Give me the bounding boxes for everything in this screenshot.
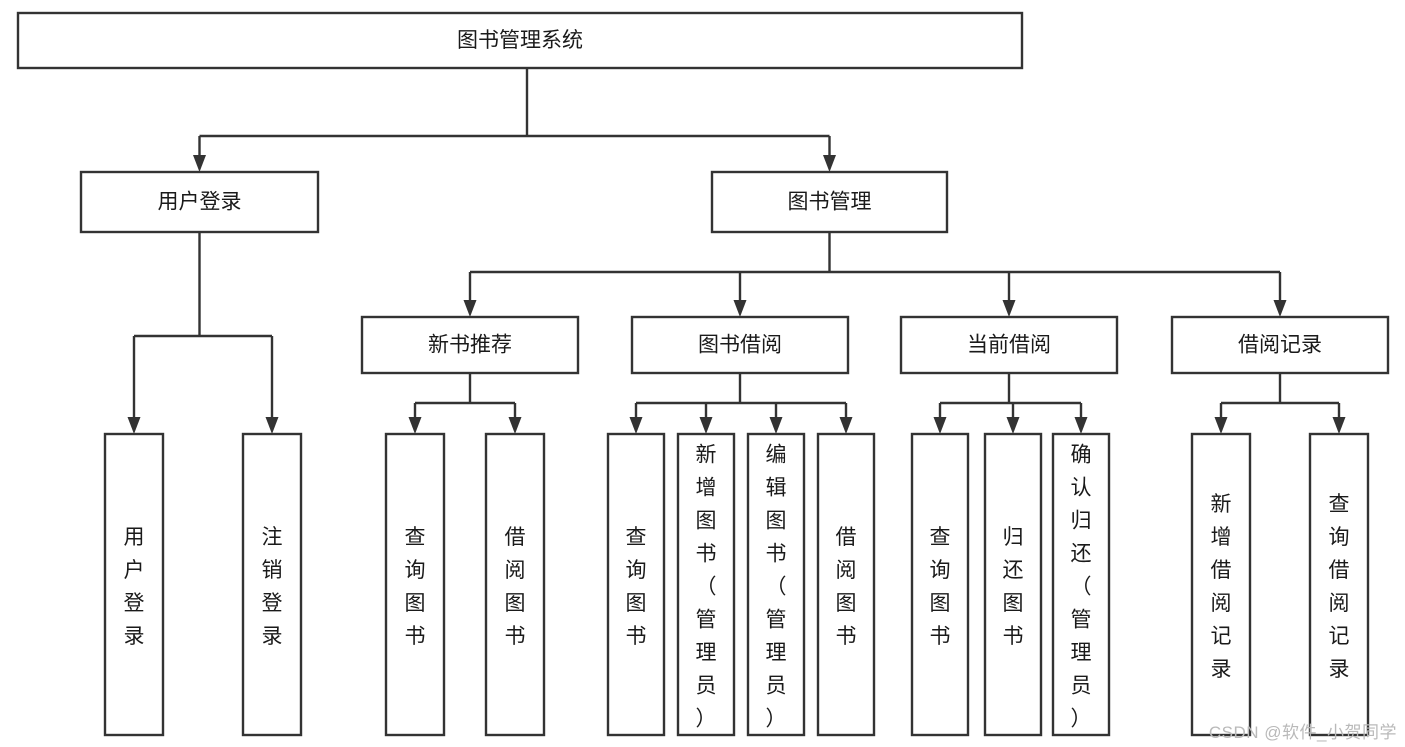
- connector-arrow: [839, 403, 853, 434]
- node-level2-0[interactable]: 用户登录: [79, 170, 320, 234]
- node-label: 用户登录: [124, 526, 145, 648]
- node-leaf-11[interactable]: 新增借阅记录: [1190, 432, 1252, 737]
- node-level3-1[interactable]: 图书借阅: [630, 315, 850, 375]
- connector-arrow: [1074, 403, 1088, 434]
- node-level3-2[interactable]: 当前借阅: [899, 315, 1119, 375]
- node-label: 编辑图书（管理员）: [766, 444, 787, 731]
- node-label: 查询图书: [930, 526, 951, 648]
- node-leaf-3[interactable]: 借阅图书: [484, 432, 546, 737]
- node-leaf-1[interactable]: 注销登录: [241, 432, 303, 737]
- node-label: 注销登录: [262, 526, 283, 648]
- node-label: 确认归还（管理员）: [1071, 444, 1092, 731]
- connector-arrow: [193, 136, 206, 172]
- node-root-图书管理系统[interactable]: 图书管理系统: [16, 11, 1024, 70]
- connector-arrow: [408, 403, 422, 434]
- connector-arrow: [127, 336, 141, 434]
- node-label: 新增借阅记录: [1211, 493, 1232, 681]
- node-label: 借阅图书: [836, 526, 857, 648]
- node-leaf-2[interactable]: 查询图书: [384, 432, 446, 737]
- connector-arrow: [699, 403, 713, 434]
- node-leaf-12[interactable]: 查询借阅记录: [1308, 432, 1370, 737]
- node-label: 图书借阅: [698, 334, 782, 357]
- node-label: 查询借阅记录: [1329, 493, 1350, 681]
- node-label: 查询图书: [405, 526, 426, 648]
- node-leaf-6[interactable]: 编辑图书（管理员）: [746, 432, 806, 737]
- node-leaf-9[interactable]: 归还图书: [983, 432, 1043, 737]
- node-label: 当前借阅: [967, 334, 1051, 357]
- node-label: 借阅记录: [1238, 334, 1322, 357]
- node-label: 归还图书: [1003, 526, 1024, 648]
- csdn-watermark: CSDN @软件_小贺同学: [1208, 723, 1397, 742]
- connector-arrow: [508, 403, 522, 434]
- connector-arrow: [1002, 272, 1016, 317]
- connector-arrow: [265, 336, 279, 434]
- node-level3-0[interactable]: 新书推荐: [360, 315, 580, 375]
- connector-arrow: [1332, 403, 1346, 434]
- node-leaf-5[interactable]: 新增图书（管理员）: [676, 432, 736, 737]
- node-leaf-8[interactable]: 查询图书: [910, 432, 970, 737]
- node-label: 图书管理系统: [457, 29, 583, 52]
- node-leaf-10[interactable]: 确认归还（管理员）: [1051, 432, 1111, 737]
- node-level2-1[interactable]: 图书管理: [710, 170, 949, 234]
- node-leaf-0[interactable]: 用户登录: [103, 432, 165, 737]
- node-label: 新增图书（管理员）: [696, 444, 717, 731]
- connectors-layer: [127, 68, 1346, 434]
- connector-arrow: [769, 403, 783, 434]
- connector-arrow: [1273, 272, 1287, 317]
- connector-arrow: [733, 272, 747, 317]
- connector-arrow: [1006, 403, 1020, 434]
- connector-arrow: [823, 136, 836, 172]
- nodes-layer: 图书管理系统用户登录图书管理新书推荐图书借阅当前借阅借阅记录用户登录注销登录查询…: [16, 11, 1390, 737]
- node-label: 借阅图书: [505, 526, 526, 648]
- node-label: 用户登录: [158, 191, 242, 214]
- connector-arrow: [463, 272, 477, 317]
- connector-arrow: [933, 403, 947, 434]
- connector-arrow: [629, 403, 643, 434]
- node-label: 新书推荐: [428, 334, 512, 357]
- node-label: 图书管理: [788, 191, 872, 214]
- node-label: 查询图书: [626, 526, 647, 648]
- node-level3-3[interactable]: 借阅记录: [1170, 315, 1390, 375]
- node-leaf-4[interactable]: 查询图书: [606, 432, 666, 737]
- node-leaf-7[interactable]: 借阅图书: [816, 432, 876, 737]
- connector-arrow: [1214, 403, 1228, 434]
